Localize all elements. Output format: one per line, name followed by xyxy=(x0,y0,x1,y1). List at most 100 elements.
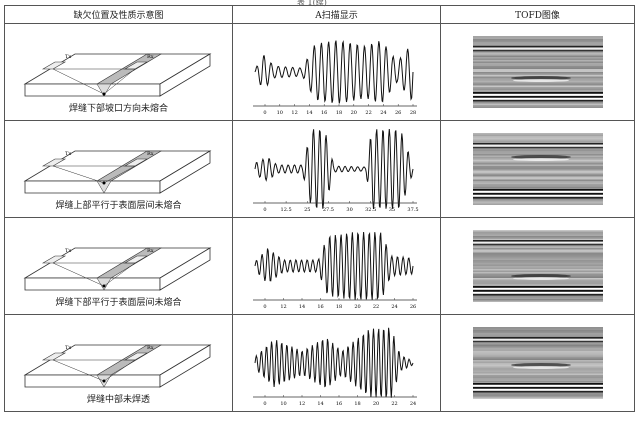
ascan-tick-label: 0 xyxy=(263,110,266,116)
tofd-band xyxy=(473,378,603,380)
tofd-band xyxy=(473,373,603,375)
tofd-backwall xyxy=(473,391,603,393)
tofd-band xyxy=(473,90,603,92)
tofd-lateral-wave xyxy=(473,48,603,50)
ascan-tick-label: 26 xyxy=(395,110,401,116)
tofd-band xyxy=(473,360,603,362)
tofd-lateral-wave xyxy=(473,244,603,246)
tofd-band xyxy=(473,376,603,378)
ascan-tick-label: 27.5 xyxy=(323,207,334,213)
ascan-tick-label: 20 xyxy=(351,110,357,116)
tofd-lateral-wave xyxy=(473,147,603,149)
tofd-band xyxy=(473,134,603,136)
tofd-band xyxy=(473,40,603,42)
ascan-waveform xyxy=(254,231,414,301)
row-caption: 焊缝上部平行于表面层间未熔合 xyxy=(55,201,182,211)
tofd-band xyxy=(473,67,603,69)
ascan-tick-label: 10 xyxy=(280,401,286,407)
tofd-band xyxy=(473,163,603,165)
defect-marker xyxy=(102,379,106,383)
block-side xyxy=(159,53,211,97)
ascan-tick-label: 22 xyxy=(365,110,371,116)
tofd-band xyxy=(473,245,603,247)
tofd-band xyxy=(473,379,603,381)
tofd-band xyxy=(473,52,603,54)
tofd-band xyxy=(473,87,603,89)
defect-marker xyxy=(102,181,106,185)
tofd-band xyxy=(473,239,603,241)
tofd-band xyxy=(473,297,603,299)
ascan-tick-label: 26 xyxy=(410,304,416,310)
tofd-band xyxy=(473,51,603,53)
defect-marker xyxy=(102,284,106,288)
tofd-band xyxy=(473,69,603,71)
tofd-band xyxy=(473,202,603,204)
probe-tx xyxy=(41,255,67,264)
tx-label: Tx xyxy=(65,54,71,60)
weld-groove xyxy=(96,277,112,291)
tofd-band xyxy=(473,136,603,138)
ascan-tick-label: 22 xyxy=(391,401,397,407)
row-caption: 焊缝中部未焊透 xyxy=(86,395,150,405)
tofd-band xyxy=(473,151,603,153)
tofd-band xyxy=(473,284,603,286)
tofd-backwall xyxy=(473,387,603,389)
tofd-image xyxy=(473,36,603,108)
tofd-band xyxy=(473,370,603,372)
block-front xyxy=(24,277,161,291)
tx-label: Tx xyxy=(65,151,71,157)
tofd-band xyxy=(473,299,603,301)
tofd-band xyxy=(473,372,603,374)
ascan-tick-label: 18 xyxy=(354,401,360,407)
ascan-tick-label: 35 xyxy=(389,207,395,213)
tofd-band xyxy=(473,349,603,351)
tofd-lateral-wave xyxy=(473,339,603,341)
tofd-band xyxy=(473,246,603,248)
tofd-band xyxy=(473,154,603,156)
ascan-waveform xyxy=(254,39,414,104)
tofd-band xyxy=(473,164,603,166)
tofd-image xyxy=(473,133,603,205)
tofd-backwall xyxy=(473,288,603,290)
tofd-band xyxy=(473,328,603,330)
tofd-band xyxy=(473,397,603,399)
tofd-band xyxy=(473,351,603,353)
tofd-lateral-wave xyxy=(473,337,603,339)
tofd-band xyxy=(473,381,603,383)
ascan-tick-label: 37.5 xyxy=(407,207,418,213)
tofd-band xyxy=(473,258,603,260)
tofd-band xyxy=(473,148,603,150)
tofd-band xyxy=(473,88,603,90)
tofd-backwall xyxy=(473,98,603,100)
tofd-band xyxy=(473,37,603,39)
tofd-band xyxy=(473,139,603,141)
tofd-band xyxy=(473,269,603,271)
tofd-lateral-wave xyxy=(473,145,603,147)
tofd-band xyxy=(473,196,603,198)
tofd-band xyxy=(473,261,603,263)
tofd-band xyxy=(473,42,603,44)
tofd-band xyxy=(473,167,603,169)
tofd-band xyxy=(473,200,603,202)
tofd-band xyxy=(473,152,603,154)
tofd-defect-signal xyxy=(511,76,571,80)
tofd-band xyxy=(473,181,603,183)
tofd-band xyxy=(473,178,603,180)
tofd-band xyxy=(473,84,603,86)
tofd-lateral-wave xyxy=(473,242,603,244)
ascan-tick-label: 18 xyxy=(336,110,342,116)
tofd-band xyxy=(473,267,603,269)
probe-tx xyxy=(41,61,67,70)
ascan-tick-label: 18 xyxy=(336,304,342,310)
tofd-band xyxy=(473,354,603,356)
tofd-backwall xyxy=(473,383,603,385)
tofd-band xyxy=(473,249,603,251)
tofd-defect-signal xyxy=(511,363,571,367)
tofd-band xyxy=(473,396,603,398)
tofd-band xyxy=(473,260,603,262)
tofd-band xyxy=(473,234,603,236)
